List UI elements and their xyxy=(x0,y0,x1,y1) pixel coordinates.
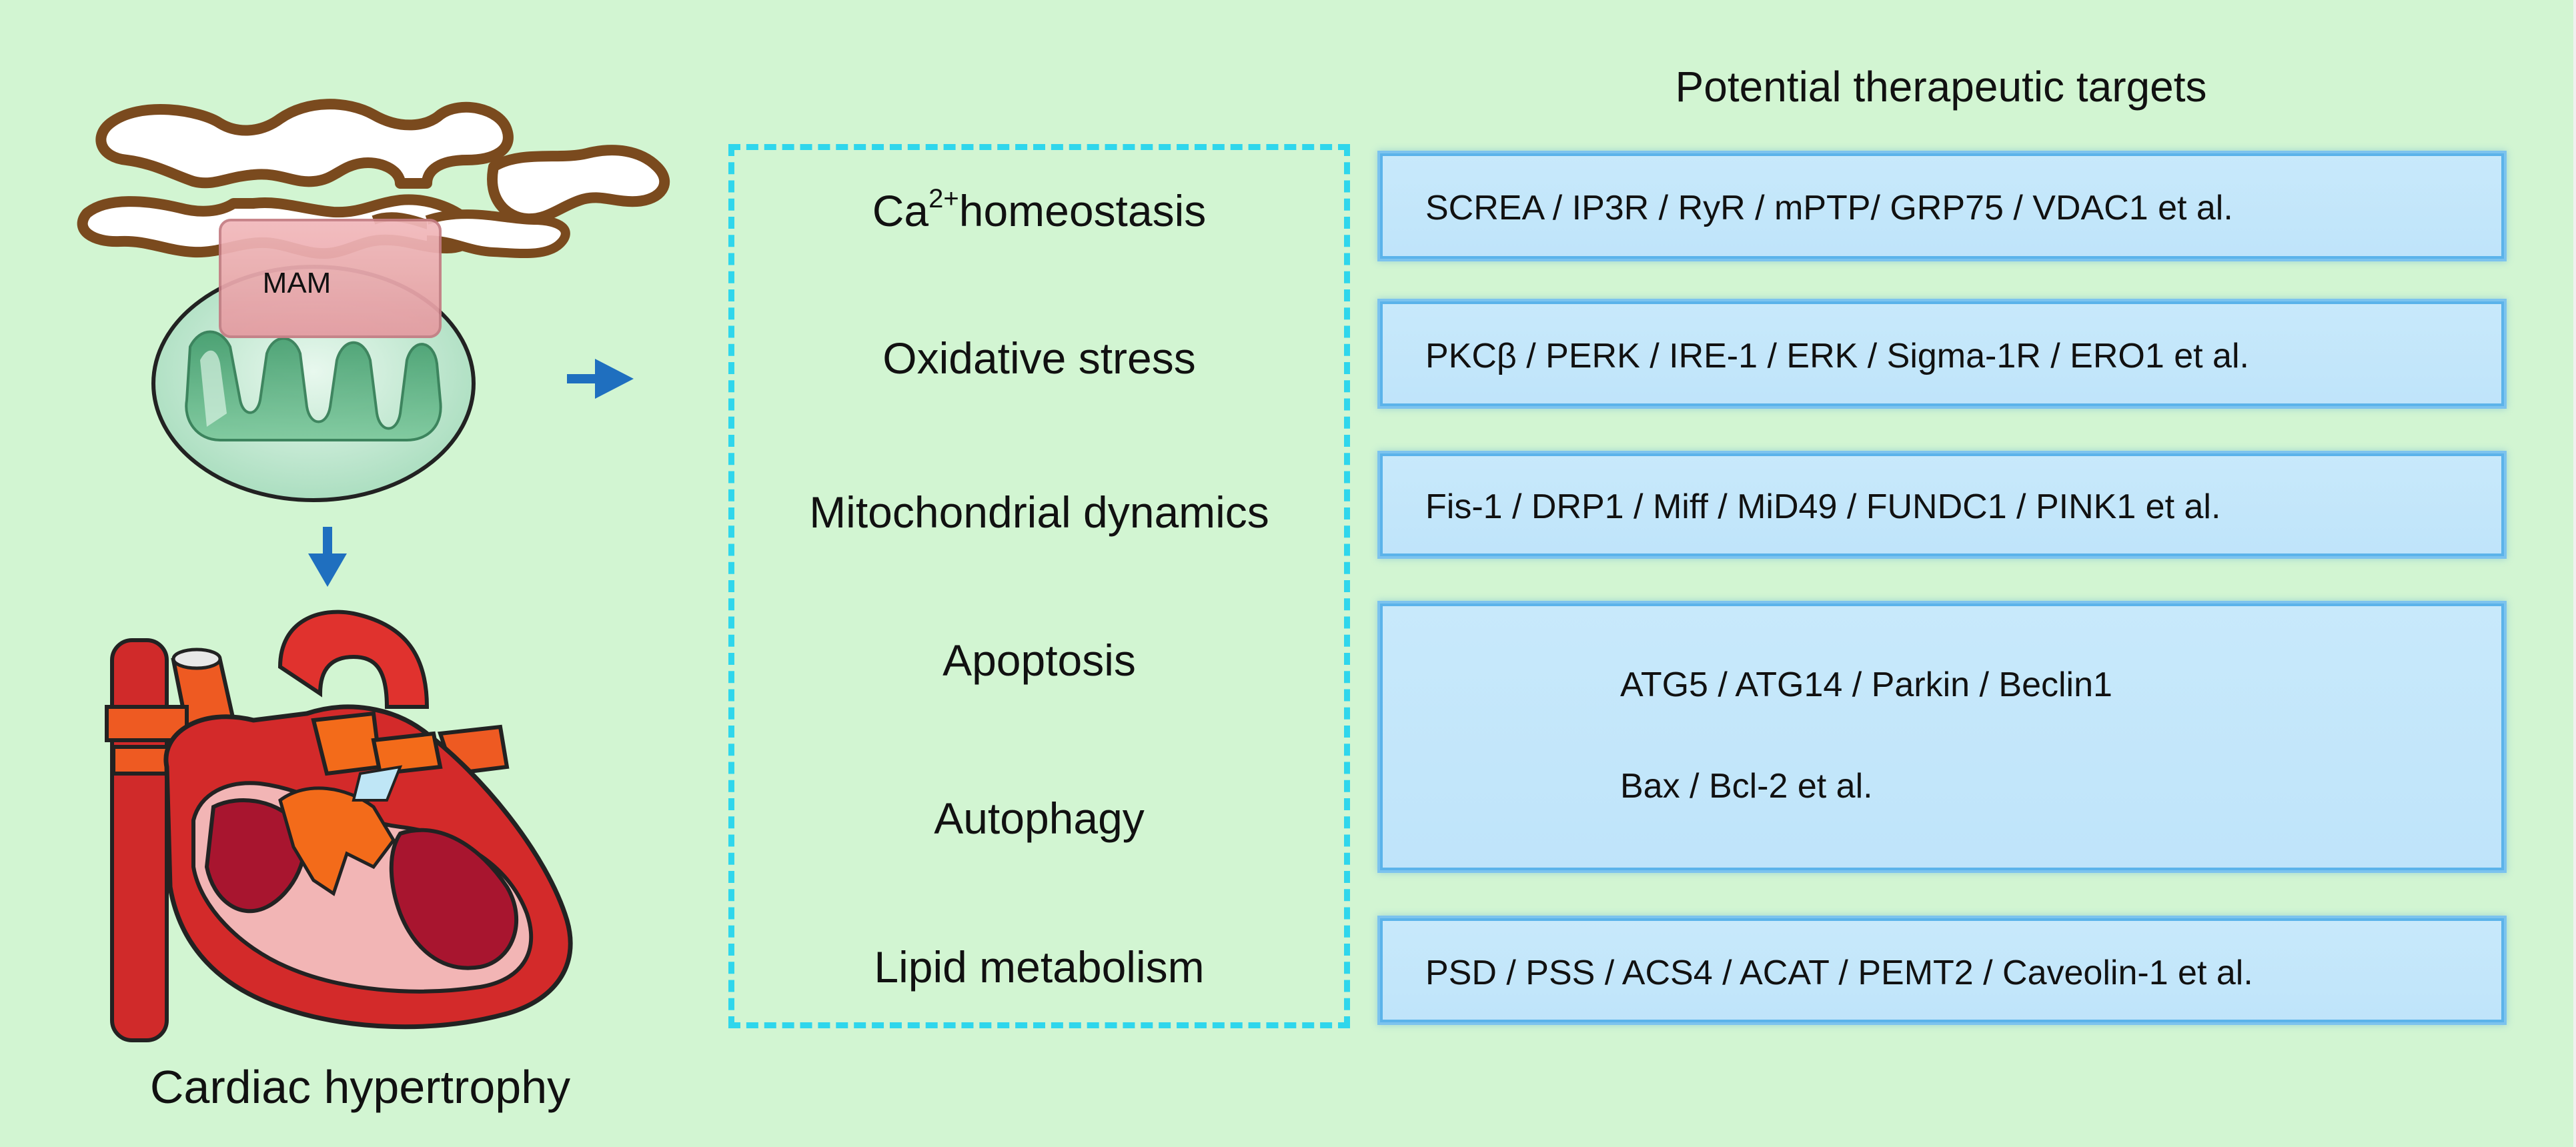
diagram-footer-label: Cardiac hypertrophy xyxy=(149,1061,571,1113)
category-label-suffix: homeostasis xyxy=(958,186,1207,235)
category-mitochondrial-dynamics: Mitochondrial dynamics xyxy=(809,487,1269,537)
mam-label: MAM xyxy=(262,267,332,299)
category-label-superscript: 2+ xyxy=(928,184,959,213)
targets-header: Potential therapeutic targets xyxy=(1675,63,2207,111)
target-box-calcium: SCREA / IP3R / RyR / mPTP/ GRP75 / VDAC1… xyxy=(1377,151,2507,261)
category-label-prefix: Ca xyxy=(872,186,929,235)
target-box-apoptosis-autophagy: ATG5 / ATG14 / Parkin / Beclin1 Bax / Bc… xyxy=(1377,601,2507,873)
arrow-down-icon xyxy=(308,527,347,587)
target-text: Fis-1 / DRP1 / Miff / MiD49 / FUNDC1 / P… xyxy=(1425,487,2221,526)
target-text: Bax / Bcl-2 et al. xyxy=(1620,767,1873,806)
mam-illustration xyxy=(77,99,670,1042)
target-text: SCREA / IP3R / RyR / mPTP/ GRP75 / VDAC1… xyxy=(1425,189,2233,227)
arrow-right-icon xyxy=(567,359,634,399)
category-lipid-metabolism: Lipid metabolism xyxy=(874,942,1205,992)
target-box-lipid: PSD / PSS / ACS4 / ACAT / PEMT2 / Caveol… xyxy=(1377,916,2507,1025)
target-text: PSD / PSS / ACS4 / ACAT / PEMT2 / Caveol… xyxy=(1425,954,2253,992)
category-box xyxy=(728,144,1350,1028)
target-text: ATG5 / ATG14 / Parkin / Beclin1 xyxy=(1620,666,2112,704)
category-apoptosis: Apoptosis xyxy=(942,636,1136,685)
target-box-oxidative: PKCβ / PERK / IRE-1 / ERK / Sigma-1R / E… xyxy=(1377,299,2507,409)
heart-icon xyxy=(105,610,573,1042)
target-text: PKCβ / PERK / IRE-1 / ERK / Sigma-1R / E… xyxy=(1425,337,2249,375)
mam-block xyxy=(219,219,442,338)
category-oxidative-stress: Oxidative stress xyxy=(882,333,1196,383)
category-autophagy: Autophagy xyxy=(934,794,1145,843)
category-calcium-homeostasis: Ca2+homeostasis xyxy=(728,177,1350,244)
target-box-mitochondrial: Fis-1 / DRP1 / Miff / MiD49 / FUNDC1 / P… xyxy=(1377,451,2507,559)
